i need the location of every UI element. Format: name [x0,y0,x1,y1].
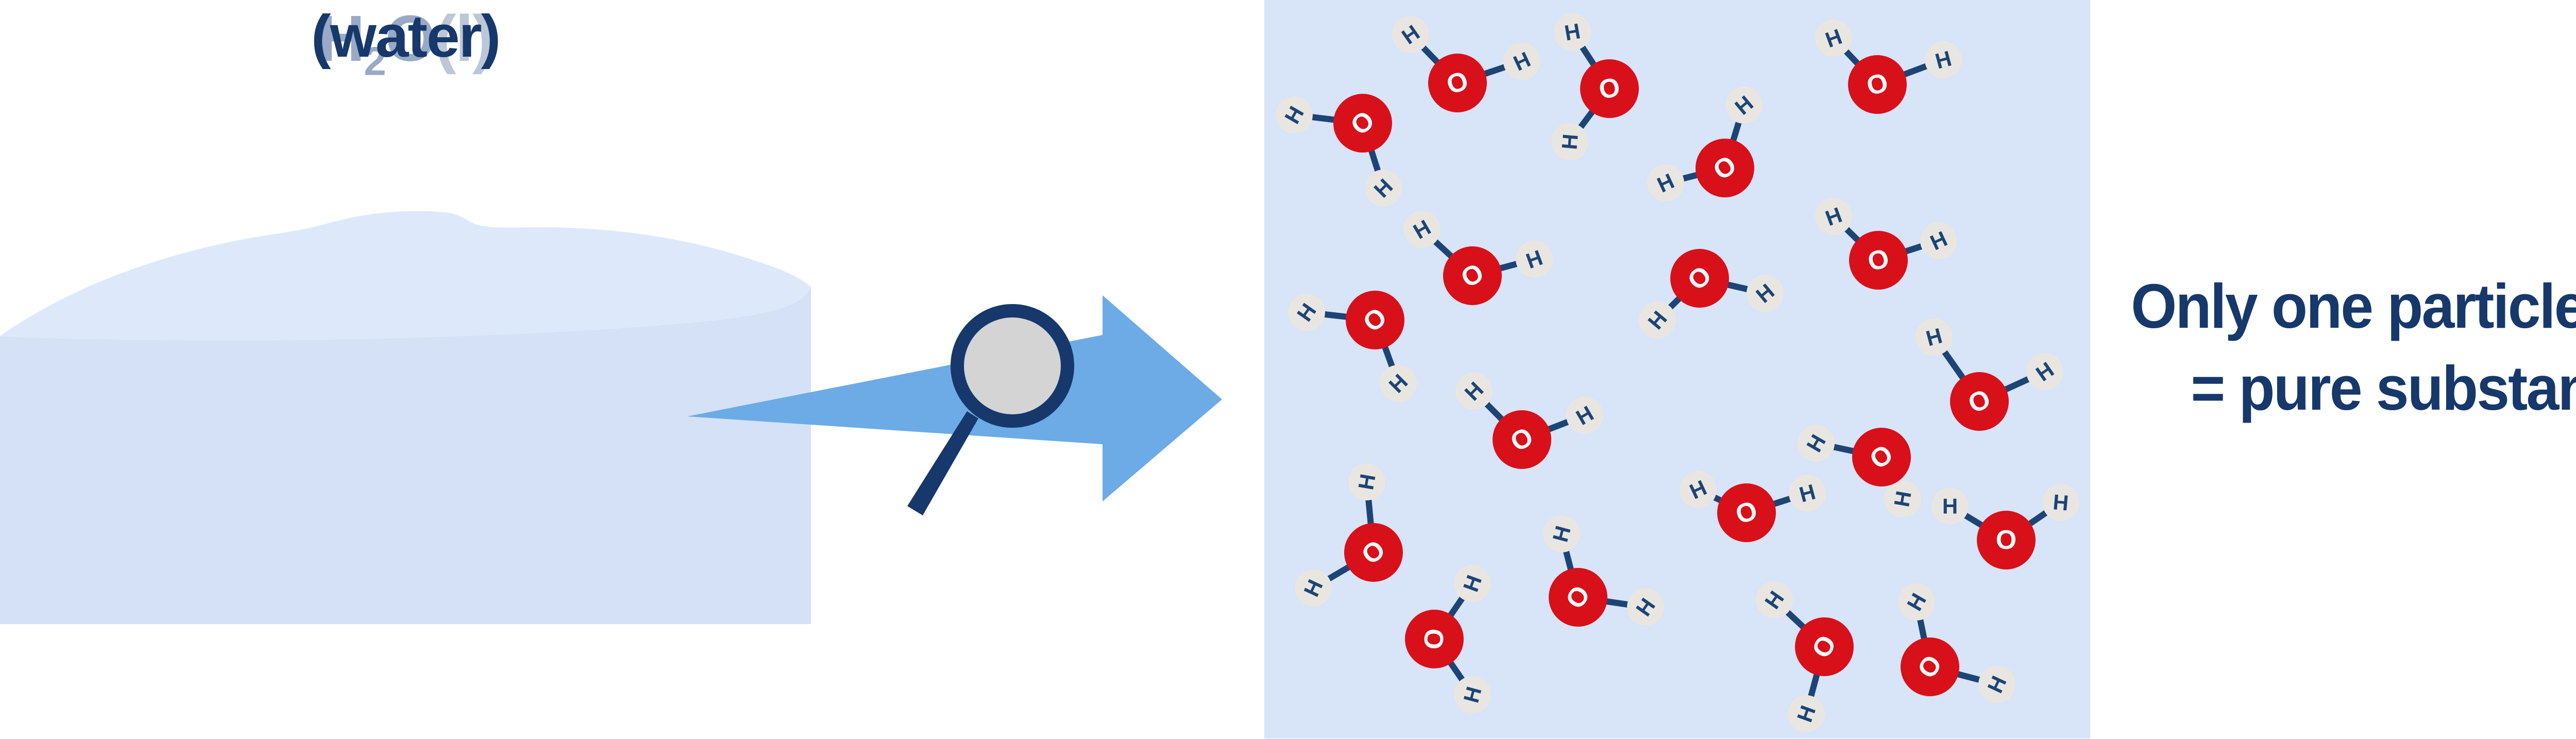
hydrogen-atom [1295,569,1332,607]
oxygen-atom [1848,55,1907,114]
hydrogen-atom [1503,43,1540,80]
water-molecule: HHO [1815,198,1957,290]
water-molecule: HHO [1543,515,1664,627]
hydrogen-label: H [2052,490,2070,515]
oxygen-atom [1493,410,1551,469]
hydrogen-atom [1920,222,1957,259]
note-line-1: Only one particle type [2131,271,2576,341]
note-text: Only one particle type = pure substance [2131,265,2576,429]
hydrogen-atom [1925,41,1962,78]
oxygen-atom [1852,428,1911,486]
water-molecule: HHO [1295,463,1403,607]
oxygen-label: O [1418,627,1450,650]
magnifying-glass-icon [907,304,1074,515]
hydrogen-atom [1815,20,1852,57]
water-molecule: HHO [1455,373,1603,469]
hydrogen-label: H [1942,494,1958,518]
formula-subscript: 2 [364,38,386,84]
hydrogen-atom [1276,96,1313,133]
formula-h: H [318,2,365,75]
hydrogen-atom [1551,123,1588,160]
water-molecule: HHO [1392,16,1540,112]
water-molecule: HHO [1898,583,2015,703]
hydrogen-atom [1815,198,1852,235]
hydrogen-atom [1747,275,1784,312]
beaker-label: H2O(l) [0,0,811,99]
oxygen-atom [1977,511,2036,569]
hydrogen-atom [1516,241,1553,278]
water-molecule: HHO [1403,211,1553,305]
water-molecule: HHO [1639,249,1784,339]
water-molecule: H H O [1931,484,2079,569]
water-surface [0,211,811,341]
oxygen-atom [1346,291,1404,349]
beaker-caption: (water) [311,3,501,70]
hydrogen-atom [1788,695,1825,732]
oxygen-atom [1717,483,1776,542]
oxygen-atom [1696,139,1754,197]
hydrogen-atom [2026,353,2063,390]
oxygen-atom [1549,568,1607,627]
oxygen-label: O [1996,525,2016,555]
oxygen-atom [1333,94,1392,153]
hydrogen-atom [1916,318,1953,356]
water-molecule: HHO [1756,581,1854,732]
oxygen-atom [1670,249,1729,308]
magnifier-handle [907,411,978,515]
water-molecule: HHO [1405,565,1491,713]
oxygen-atom [1950,372,2009,431]
oxygen-atom [1901,637,1959,696]
hydrogen-atom [1554,13,1591,51]
hydrogen-atom [1756,581,1793,618]
hydrogen-atom [1798,425,1835,462]
hydrogen-atom [1931,488,1969,525]
hydrogen-atom [1365,170,1402,207]
hydrogen-atom [1639,301,1676,339]
formula-o: O [385,2,436,75]
water-container [0,211,811,625]
note-line-2: = pure substance [2191,353,2576,423]
water-molecule: HHO [1798,425,1921,517]
zoom-arrow [687,295,1222,501]
water-molecule: HHO [1815,20,1962,114]
hydrogen-atom [1627,589,1664,626]
hydrogen-atom [1455,373,1493,410]
magnifier-lens [957,311,1067,421]
hydrogen-atom [1789,475,1826,512]
oxygen-atom [1580,59,1639,118]
hydrogen-atom [1566,397,1603,434]
hydrogen-atom [1454,676,1491,713]
hydrogen-atom [1898,583,1935,620]
water-molecule: HHO [1288,291,1417,402]
oxygen-atom [1344,523,1403,582]
water-molecule: HHO [1276,94,1402,207]
formula-state: (l) [434,2,494,75]
hydrogen-label: H [1557,133,1582,150]
water-molecule: HHO [1551,13,1639,160]
hydrogen-atom [1380,365,1417,402]
hydrogen-atom [1680,471,1717,508]
hydrogen-atom [1392,16,1429,53]
hydrogen-atom [1348,463,1385,500]
oxygen-atom [1849,231,1908,290]
hydrogen-atom [1403,211,1440,248]
oxygen-atom [1405,610,1464,668]
oxygen-atom [1428,54,1487,112]
hydrogen-atom [1288,294,1325,331]
hydrogen-atom [1725,87,1762,124]
oxygen-atom [1443,246,1502,305]
hydrogen-atom [1978,666,2015,703]
magnifier-ring [951,304,1074,428]
hydrogen-atom [1454,565,1491,602]
water-molecule: HHO [1916,318,2063,431]
hydrogen-atom [1543,515,1580,552]
oxygen-atom [1795,617,1854,676]
hydrogen-atom [2042,484,2079,521]
hydrogen-atom [1884,480,1921,517]
hydrogen-atom [1647,164,1684,201]
